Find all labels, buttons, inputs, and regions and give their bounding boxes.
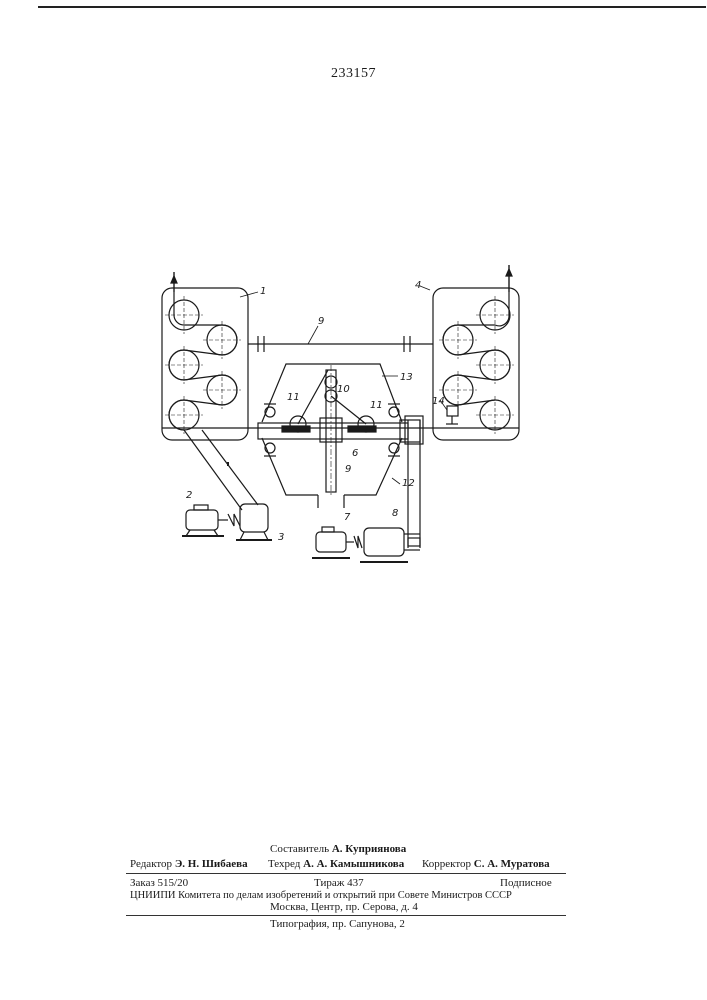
printer: Типография, пр. Сапунова, 2 [270,918,405,931]
label-7: 7 [344,512,351,523]
label-10: 10 [337,384,350,395]
motor-left [182,505,240,536]
label-9: 9 [345,464,351,475]
label-13: 13 [400,372,413,383]
reducer-center [360,528,420,562]
compiler-line: Составитель А. Куприянова [270,843,406,856]
label-11-left: 11 [287,392,300,403]
label-8: 8 [392,508,398,519]
label-4: 4 [415,280,421,291]
left-roller-unit [162,272,248,440]
techred-line: Техред А. А. Камышникова [268,858,404,871]
label-1: 1 [260,286,266,297]
editor-line: Редактор Э. Н. Шибаева [130,858,248,871]
label-11-right: 11 [370,400,383,411]
label-2: 2 [186,490,192,501]
label-14: 14 [432,396,445,407]
colophon: Составитель А. Куприянова Редактор Э. Н.… [126,843,566,933]
right-roller-unit [433,265,519,440]
label-3: 3 [278,532,284,543]
corrector-line: Корректор С. А. Муратова [422,858,550,871]
motor-center [312,527,362,558]
belt-drive-left [184,430,258,510]
label-3-shaft: 9 [318,316,324,327]
label-12: 12 [402,478,415,489]
connecting-shaft [248,336,433,352]
label-6: 6 [352,448,358,459]
address: Москва, Центр, пр. Серова, д. 4 [270,901,418,914]
